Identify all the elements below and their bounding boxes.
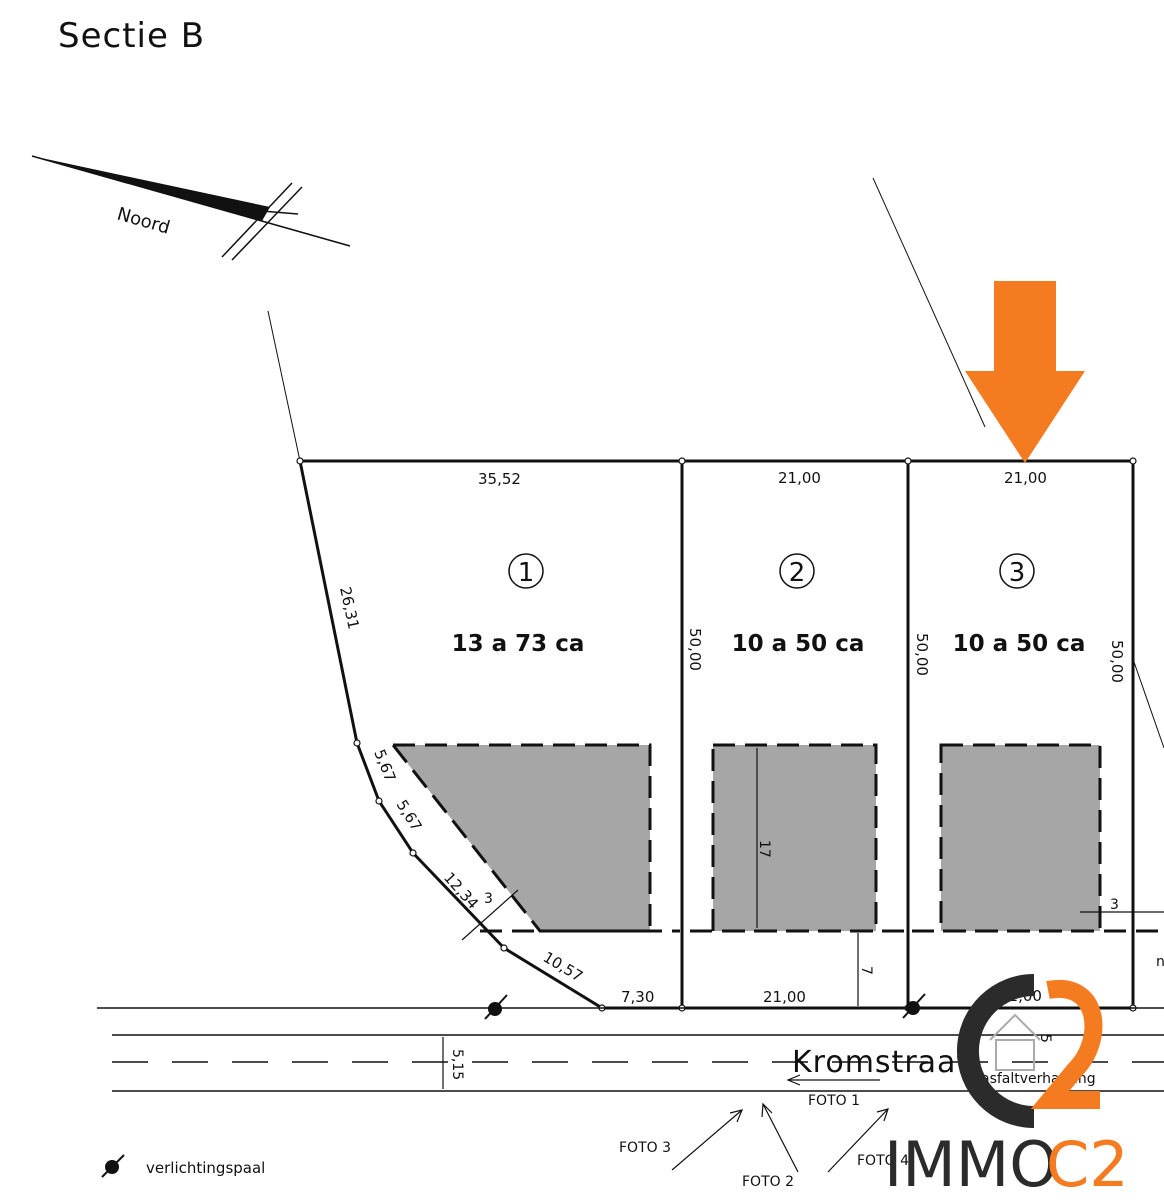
svg-text:1: 1: [518, 558, 535, 588]
boundary-dim-12-34: 12,34: [440, 869, 482, 913]
svg-text:C2: C2: [1046, 1128, 1129, 1200]
lot-3-area: 10 a 50 ca: [953, 631, 1086, 657]
verge-label: 5: [1037, 1034, 1053, 1043]
photo-4-label: FOTO 4: [857, 1153, 909, 1169]
building-zones: [389, 743, 1102, 933]
building-zone-3: [939, 743, 1102, 933]
brand-logo: IMMO C2: [884, 974, 1129, 1200]
building-zone-2: [711, 743, 878, 933]
lot-2-front-width: 21,00: [778, 469, 821, 487]
setback-label: 7: [858, 966, 874, 975]
legend-lamp-post-label: verlichtingspaal: [146, 1159, 265, 1177]
lot-1-area: 13 a 73 ca: [452, 631, 585, 657]
boundary-dim-10-57: 10,57: [540, 948, 586, 986]
road-width-label: 5,15: [449, 1049, 465, 1080]
lamp-post-icon: [902, 993, 926, 1019]
building-depth-label: 17: [756, 840, 772, 858]
dimension-lines: [442, 748, 1164, 1089]
highlight-arrow-icon: [965, 281, 1085, 463]
legend-lamp-post-icon: [101, 1154, 125, 1178]
lot-1-front-width: 35,52: [478, 470, 521, 488]
lot-2-depth: 50,00: [686, 628, 704, 671]
side-setback-label: 3: [1110, 897, 1119, 913]
lot-3-depth: 50,00: [913, 633, 931, 676]
lot-2-street-width: 21,00: [763, 988, 806, 1006]
photo-1-label: FOTO 1: [808, 1093, 860, 1109]
north-label: Noord: [115, 204, 173, 239]
house-icon: [989, 1013, 1041, 1071]
neighbour-boundary-top: [872, 177, 986, 428]
street-name: Kromstraat: [792, 1045, 969, 1080]
lot-2-number-badge: 2: [779, 553, 815, 589]
neighbour-boundary-left: [267, 310, 301, 462]
photo-3-label: FOTO 3: [619, 1140, 671, 1156]
lot-1-street-width: 7,30: [621, 988, 654, 1006]
boundary-dim-5-67-a: 5,67: [370, 747, 399, 785]
lot-3-front-width: 21,00: [1004, 469, 1047, 487]
photo-2-label: FOTO 2: [742, 1174, 794, 1190]
svg-text:3: 3: [1009, 558, 1026, 588]
building-zone-1: [389, 743, 652, 933]
photo-viewpoints: [671, 1074, 889, 1173]
lot-3-number-badge: 3: [999, 553, 1035, 589]
svg-text:IMMO: IMMO: [884, 1128, 1058, 1200]
corner-dim-3: 3: [484, 891, 493, 907]
truncated-label: n: [1156, 954, 1164, 970]
section-title: Sectie B: [58, 16, 205, 56]
svg-text:2: 2: [789, 558, 806, 588]
lamp-post-icon: [484, 994, 508, 1020]
lot-1-number-badge: 1: [508, 553, 544, 589]
lot-2-area: 10 a 50 ca: [732, 631, 865, 657]
boundary-dim-26-31: 26,31: [336, 585, 363, 631]
neighbour-boundary-right: [1133, 661, 1164, 749]
north-arrow-icon: [31, 155, 351, 261]
lot-3-right-depth: 50,00: [1108, 640, 1126, 683]
